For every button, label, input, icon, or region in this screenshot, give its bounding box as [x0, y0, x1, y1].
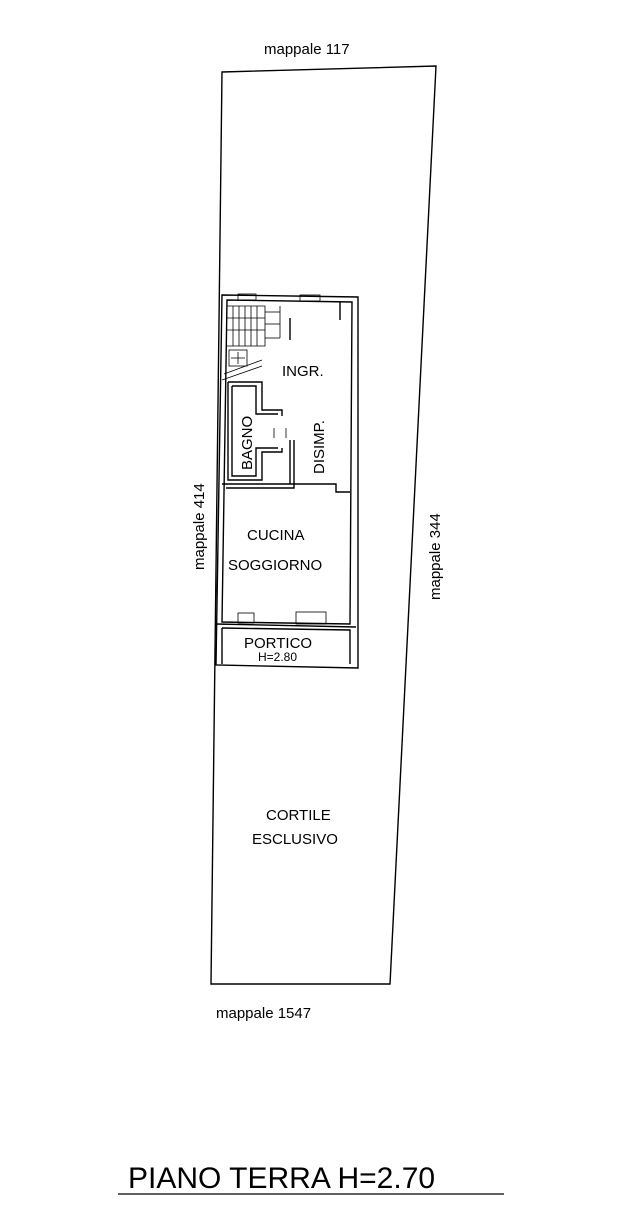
- room-portico: PORTICO: [244, 635, 312, 652]
- room-disimpegno: DISIMP.: [311, 420, 328, 474]
- plan-title: PIANO TERRA H=2.70: [128, 1162, 435, 1195]
- window-top-right: [299, 294, 321, 302]
- portico-wall: [215, 623, 357, 628]
- staircase: [221, 305, 281, 381]
- label-west: mappale 414: [191, 483, 208, 570]
- label-east: mappale 344: [427, 513, 444, 600]
- house: [215, 293, 359, 669]
- room-soggiorno: SOGGIORNO: [228, 557, 322, 574]
- label-south: mappale 1547: [216, 1005, 311, 1022]
- window-bottom-left: [237, 612, 255, 624]
- window-top-left: [237, 293, 257, 301]
- room-ingresso: INGR.: [282, 363, 324, 380]
- corridor-wall: [222, 440, 350, 493]
- house-outer-wall: [215, 294, 359, 669]
- bathroom-walls: [227, 381, 283, 481]
- room-bagno: BAGNO: [239, 416, 256, 470]
- door-bottom-right: [295, 611, 327, 625]
- room-cucina: CUCINA: [247, 527, 305, 544]
- label-north: mappale 117: [264, 41, 350, 58]
- esclusivo-label: ESCLUSIVO: [252, 831, 338, 848]
- cortile-label: CORTILE: [266, 807, 331, 824]
- lot-boundary: [210, 65, 437, 985]
- portico-height: H=2.80: [258, 650, 297, 664]
